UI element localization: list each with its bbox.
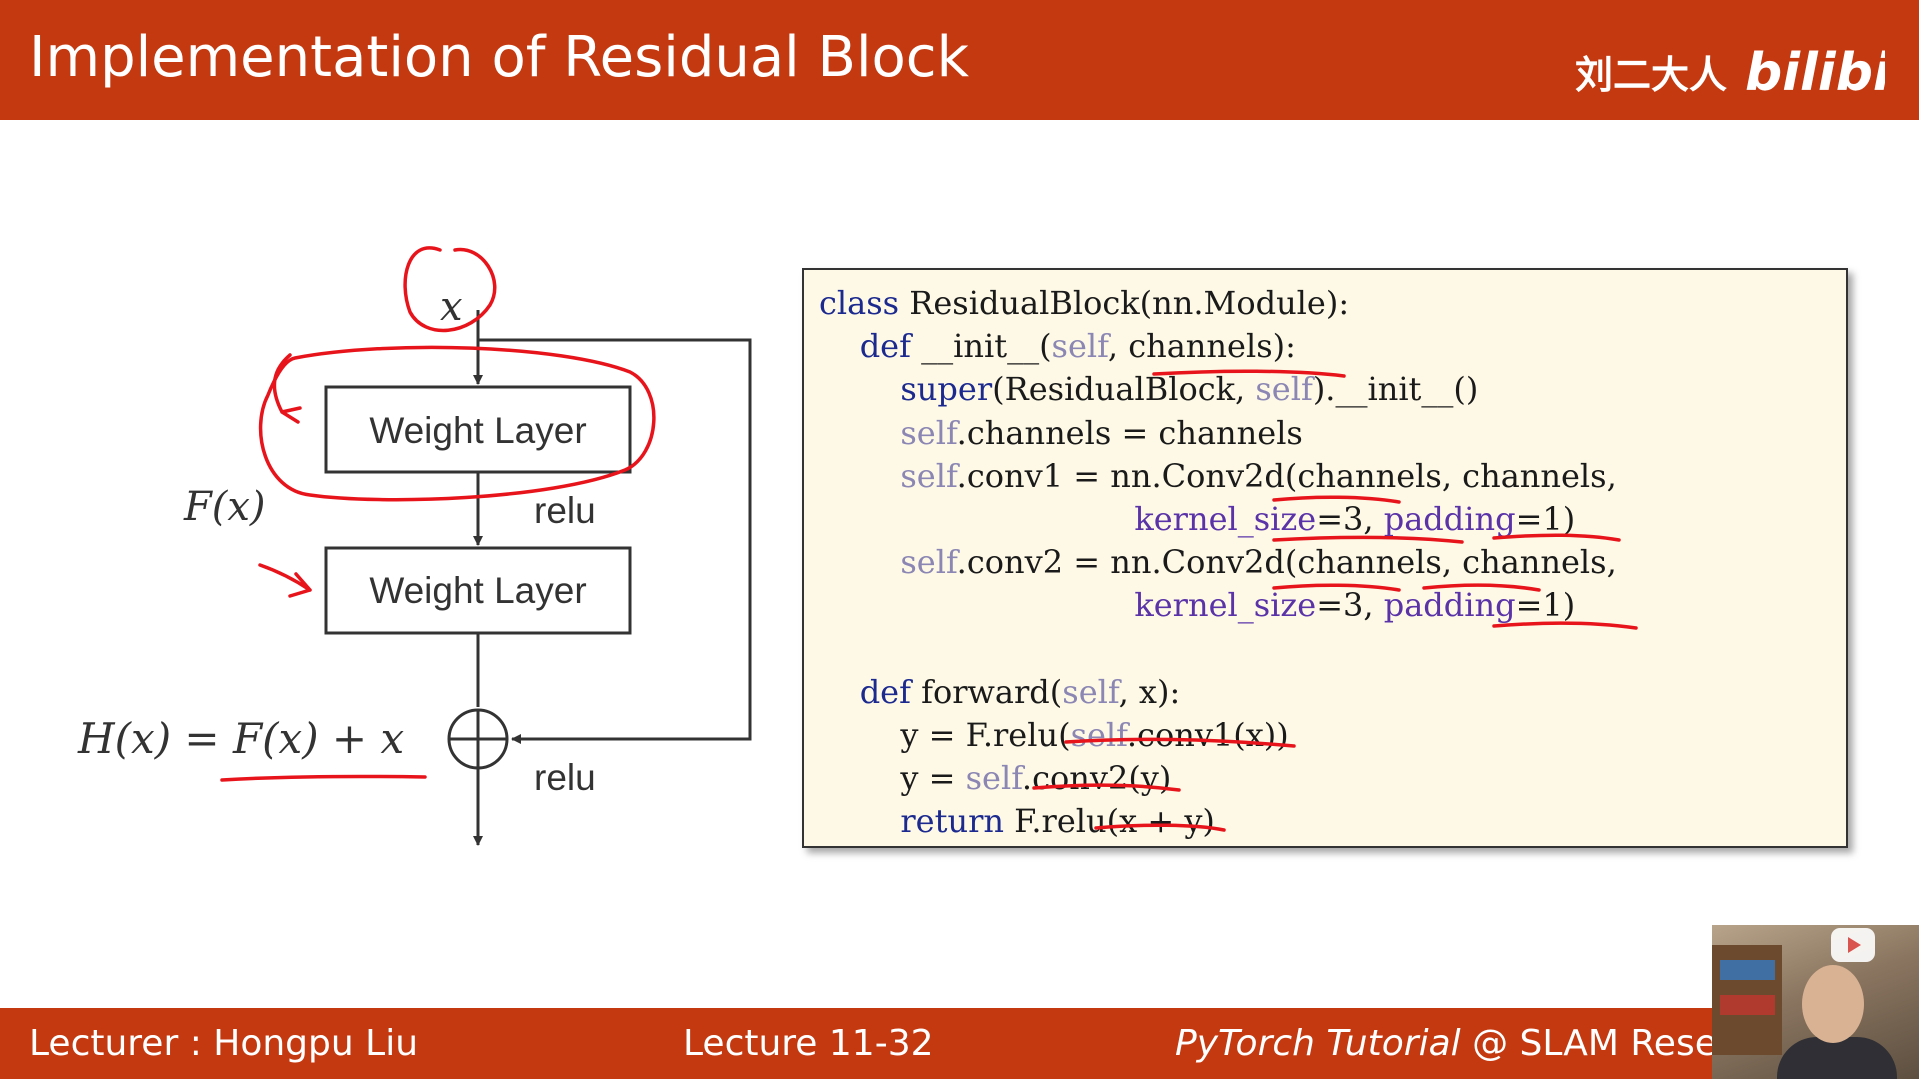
slide-header (0, 0, 1919, 120)
weight-layer-1-box (324, 385, 632, 474)
code-line-5: self.conv1 = nn.Conv2d(channels, channel… (900, 456, 1617, 495)
code-line-6: kernel_size=3, padding=1) (1134, 500, 1576, 539)
lecture-number: Lecture 11-32 (683, 1023, 934, 1064)
code-line-12: y = self.conv2(y) (819, 759, 1172, 798)
slide-title: Implementation of Residual Block (29, 25, 969, 90)
presenter-video[interactable] (1712, 925, 1919, 1079)
weight-layer-2-label: Weight Layer (369, 570, 586, 611)
book-row (1720, 995, 1775, 1015)
presenter-head (1802, 965, 1864, 1043)
code-line-13: return F.relu(x + y) (900, 802, 1215, 841)
input-x-label: x (440, 284, 463, 330)
code-line-11: y = F.relu(self.conv1(x)) (819, 716, 1289, 755)
code-line-4: self.channels = channels (900, 413, 1303, 452)
code-panel: class ResidualBlock(nn.Module): def __in… (802, 268, 1848, 848)
bilibili-logo-icon: bilibili (1745, 43, 1885, 103)
tutorial-name: PyTorch Tutorial (1175, 1023, 1461, 1064)
relu-label-1: relu (534, 490, 596, 531)
code-line-3: super(ResidualBlock, self).__init__() (900, 370, 1479, 409)
residual-equation: H(x) = F(x) + x (77, 714, 404, 763)
relu-label-2: relu (534, 757, 596, 798)
residual-block-diagram: Weight Layer Weight Layer x F(x) relu re… (77, 246, 752, 846)
lecturer-name: Lecturer : Hongpu Liu (29, 1023, 419, 1064)
tutorial-affiliation: @ SLAM Resea (1460, 1023, 1739, 1064)
red-annotations (220, 246, 656, 782)
code-line-1: class ResidualBlock(nn.Module): (819, 284, 1350, 322)
code-listing: class ResidualBlock(nn.Module): def __in… (819, 282, 1617, 844)
code-underline-annotations (1032, 369, 1638, 832)
code-line-2: def __init__(self, channels): (859, 327, 1296, 366)
code-line-8: kernel_size=3, padding=1) (1134, 586, 1576, 625)
author-name: 刘二大人 (1575, 53, 1728, 97)
svg-text:bilibili: bilibili (1745, 43, 1885, 103)
code-line-10: def forward(self, x): (859, 672, 1181, 711)
weight-layer-1-label: Weight Layer (369, 410, 586, 451)
fx-label: F(x) (183, 484, 266, 530)
presenter-body (1777, 1037, 1897, 1079)
slide-footer (0, 1008, 1919, 1079)
skip-connection (478, 338, 752, 744)
circle-plus-icon (447, 708, 509, 770)
play-icon[interactable] (1828, 925, 1878, 965)
book-row (1720, 960, 1775, 980)
tutorial-label: PyTorch Tutorial @ SLAM Resea (1175, 1020, 1739, 1068)
code-line-7: self.conv2 = nn.Conv2d(channels, channel… (900, 543, 1617, 582)
weight-layer-2-box (324, 546, 632, 635)
